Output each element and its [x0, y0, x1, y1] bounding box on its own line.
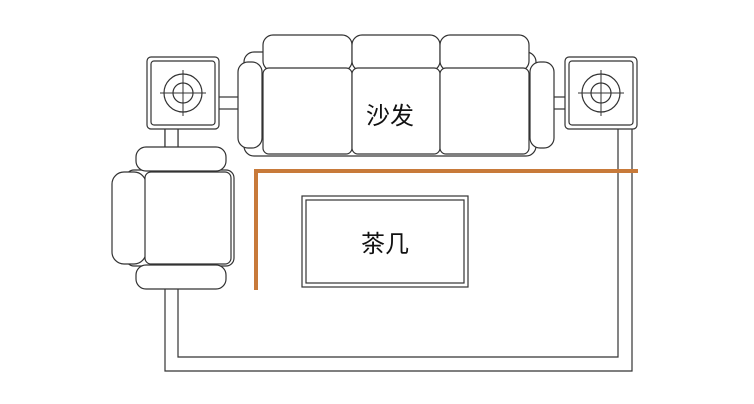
coffee-table: 茶几 — [301, 195, 469, 288]
sofa-label: 沙发 — [366, 102, 414, 130]
sofa: 沙发 — [237, 34, 555, 157]
coffee-table-label: 茶几 — [361, 230, 409, 258]
highlight-line — [254, 169, 638, 290]
left-side-table — [146, 56, 241, 149]
right-side-table — [551, 56, 638, 130]
armchair — [111, 146, 235, 290]
